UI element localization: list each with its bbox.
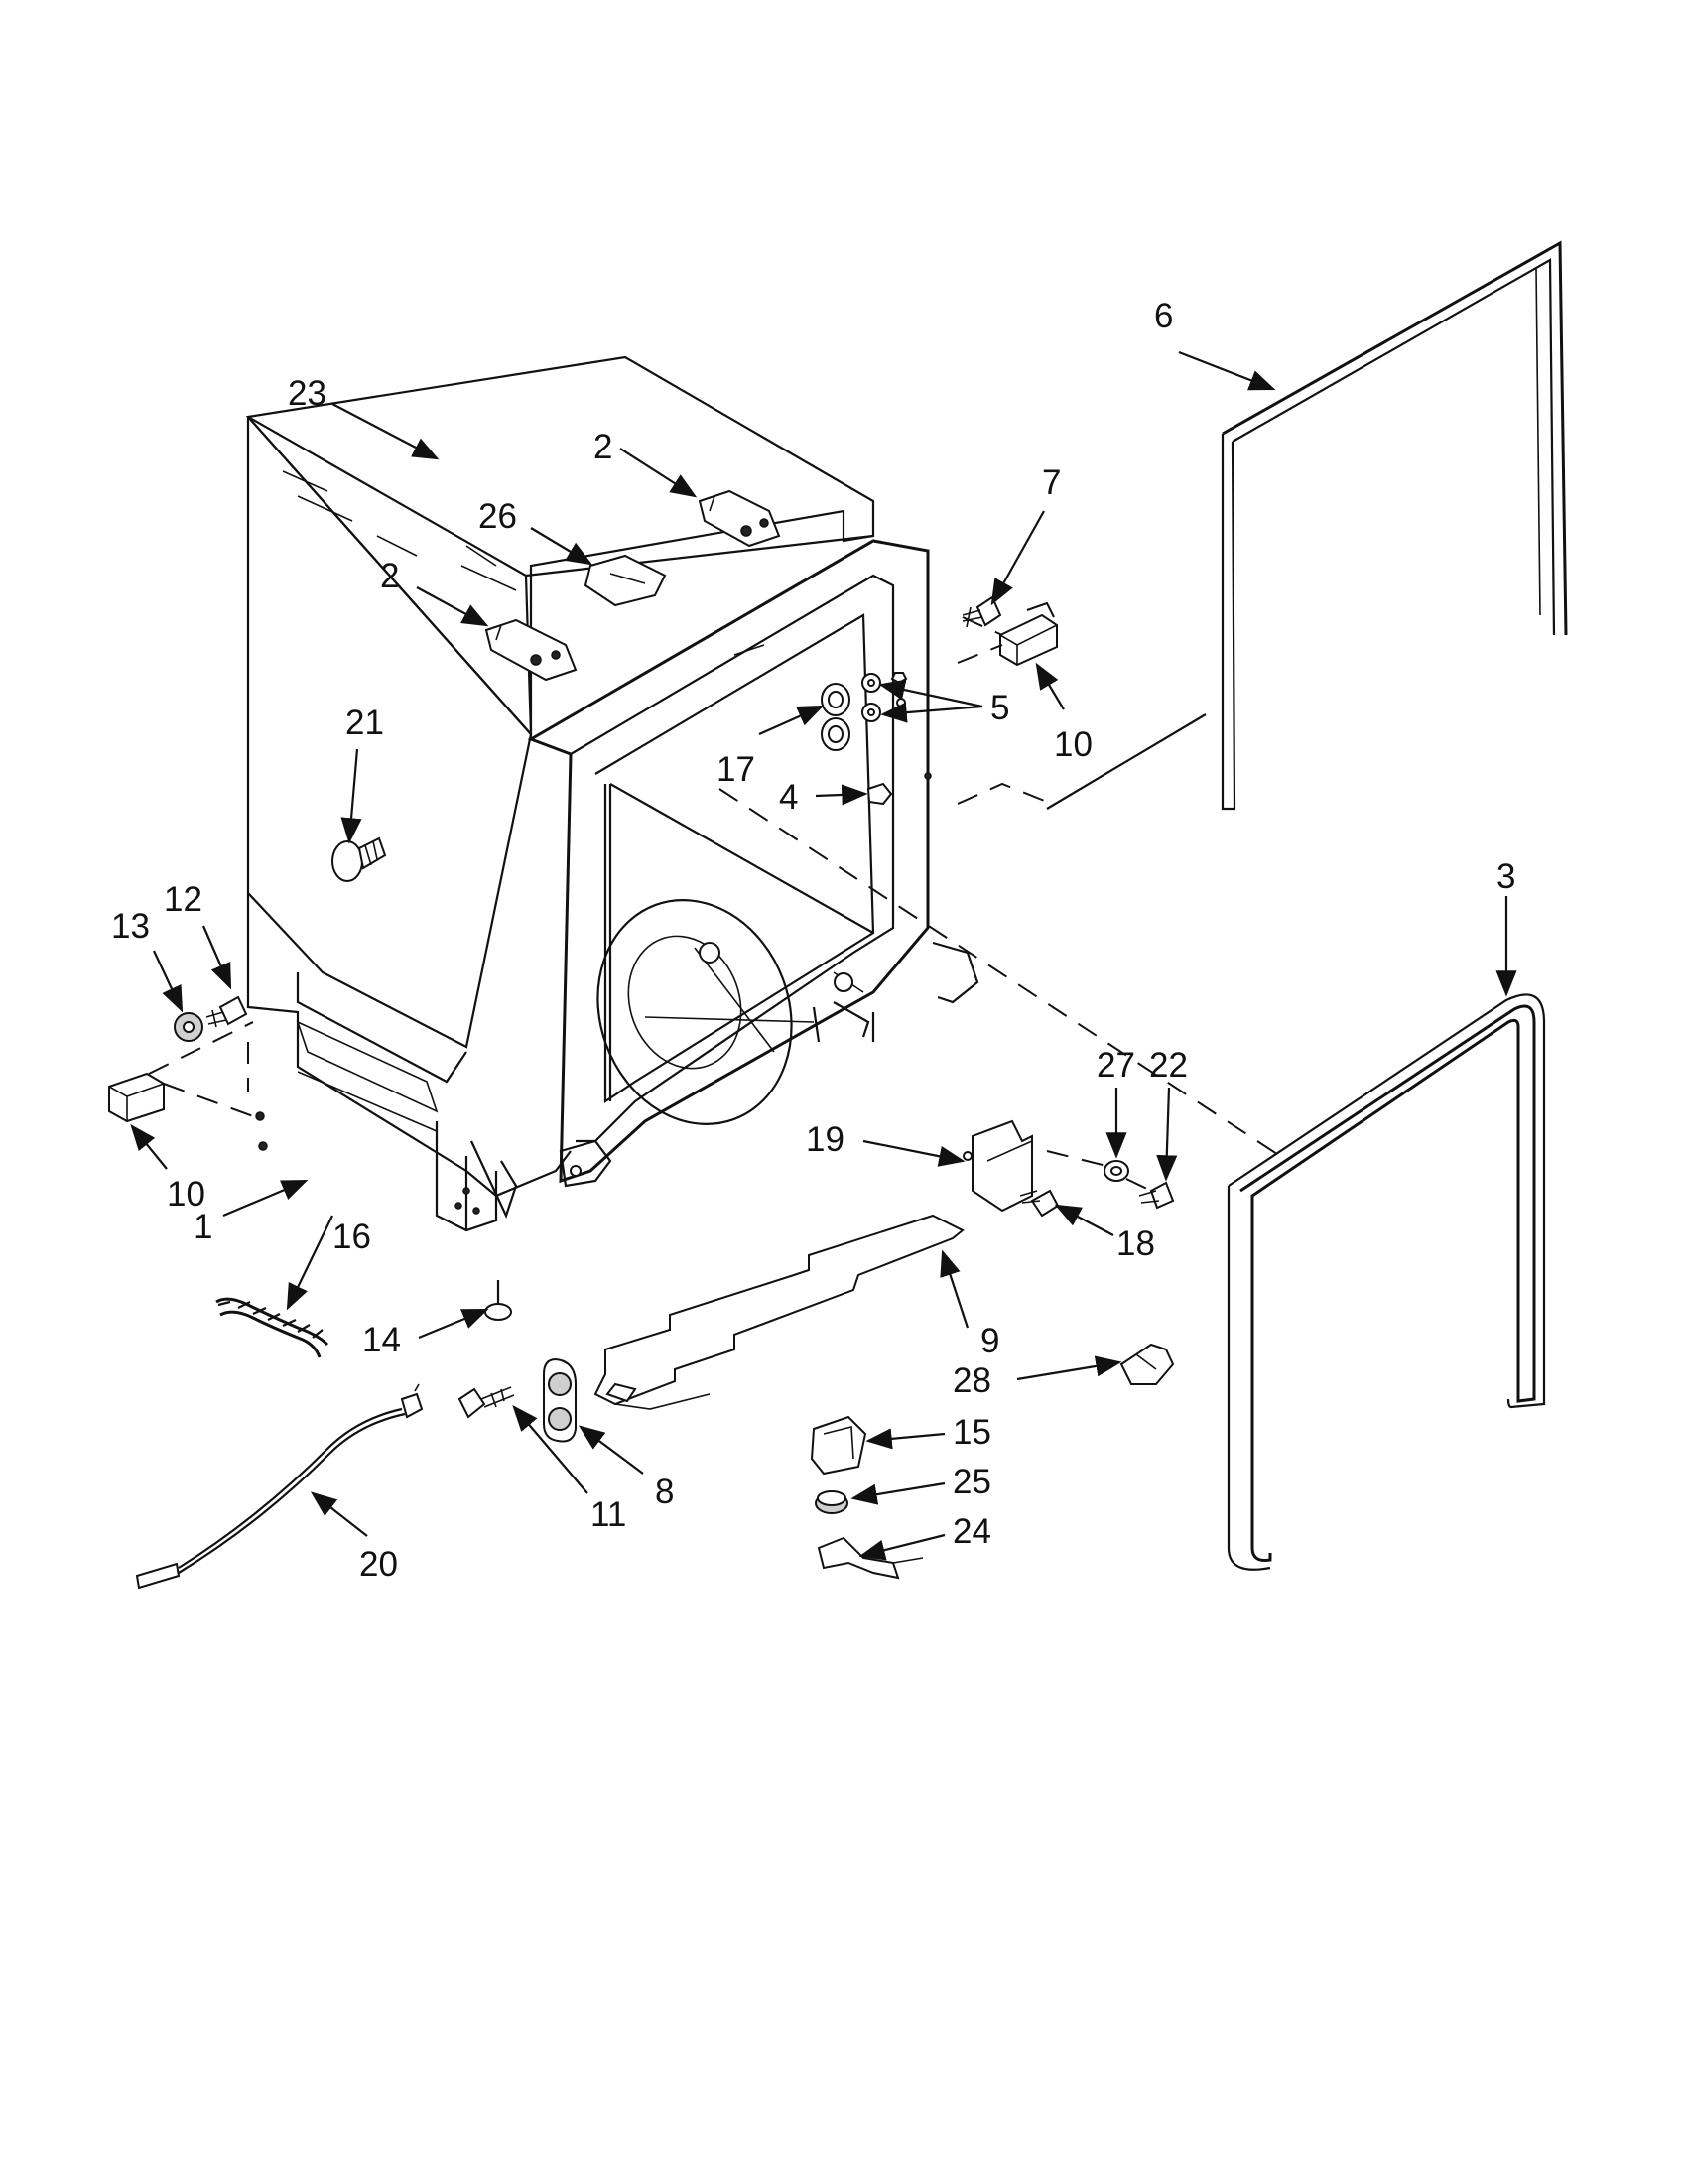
hinge-bracket-upper <box>698 489 781 548</box>
dashed-guide-10l <box>163 1083 254 1117</box>
label-25: 25 <box>953 1463 991 1501</box>
grommet-4 <box>866 772 932 806</box>
label-16: 16 <box>332 1218 371 1256</box>
label-11: 11 <box>590 1495 626 1534</box>
label-13: 13 <box>111 907 150 946</box>
screw-12 <box>205 995 248 1028</box>
label-3: 3 <box>1496 857 1515 896</box>
label-6: 6 <box>1154 297 1173 335</box>
screw-21 <box>331 836 387 882</box>
cap-10-right <box>999 601 1058 667</box>
screw-7 <box>962 595 1002 628</box>
label-18: 18 <box>1116 1224 1155 1263</box>
label-10l: 10 <box>167 1175 205 1214</box>
label-12: 12 <box>164 880 202 919</box>
label-21: 21 <box>345 704 384 742</box>
nut-13 <box>174 1012 203 1042</box>
bracket-24 <box>817 1536 924 1580</box>
guide-line-6 <box>1046 713 1207 810</box>
washer-27 <box>1104 1160 1129 1182</box>
part-labels: 23 2 26 2 21 6 7 5 10 17 4 12 13 3 27 22… <box>111 297 1515 1584</box>
label-2a: 2 <box>593 428 612 466</box>
label-17: 17 <box>716 750 755 789</box>
label-2b: 2 <box>380 557 399 595</box>
panel-9 <box>593 1214 965 1410</box>
label-1: 1 <box>194 1208 212 1246</box>
dashed-guide-27 <box>1046 1150 1152 1192</box>
callout-arrows <box>130 350 1517 1561</box>
label-10r: 10 <box>1054 725 1093 764</box>
dashed-guide-7 <box>962 616 1003 636</box>
dishwasher-tub-assembly <box>245 355 979 1232</box>
thermostat-25 <box>815 1490 848 1514</box>
switch-15 <box>810 1415 867 1476</box>
label-19: 19 <box>806 1120 844 1159</box>
hinge-spring-16 <box>215 1297 329 1358</box>
dashed-guide-13 <box>148 1021 254 1075</box>
hinge-bracket-lower <box>484 618 578 682</box>
hinge-roller-8 <box>543 1357 577 1443</box>
label-9: 9 <box>980 1322 999 1360</box>
cap-10-left <box>108 1072 165 1123</box>
screw-22 <box>1138 1181 1175 1210</box>
bolt-11 <box>457 1386 515 1419</box>
dashed-guide-main <box>718 788 1281 1157</box>
door-gasket-3 <box>1227 993 1546 1571</box>
dashed-guide-upper <box>957 782 1053 805</box>
label-14: 14 <box>362 1321 401 1359</box>
label-15: 15 <box>953 1413 991 1452</box>
label-23: 23 <box>288 374 326 413</box>
label-28: 28 <box>953 1361 991 1400</box>
label-24: 24 <box>953 1512 991 1551</box>
leveling-leg-14 <box>484 1280 512 1321</box>
label-5: 5 <box>990 689 1009 727</box>
wire-harness-20 <box>135 1383 424 1590</box>
screw-18 <box>1019 1189 1060 1218</box>
label-8: 8 <box>655 1473 674 1511</box>
label-4: 4 <box>779 778 798 817</box>
bracket-19 <box>963 1119 1033 1213</box>
dashed-guide-10r <box>957 644 1003 664</box>
label-20: 20 <box>359 1545 398 1584</box>
top-clip <box>584 554 667 607</box>
label-26: 26 <box>478 497 517 536</box>
label-7: 7 <box>1042 463 1061 502</box>
label-27: 27 <box>1097 1046 1135 1085</box>
door-gasket-6 <box>1221 240 1568 811</box>
clip-28 <box>1119 1343 1175 1385</box>
label-22: 22 <box>1149 1046 1188 1085</box>
hose-clip-17 <box>821 683 850 751</box>
